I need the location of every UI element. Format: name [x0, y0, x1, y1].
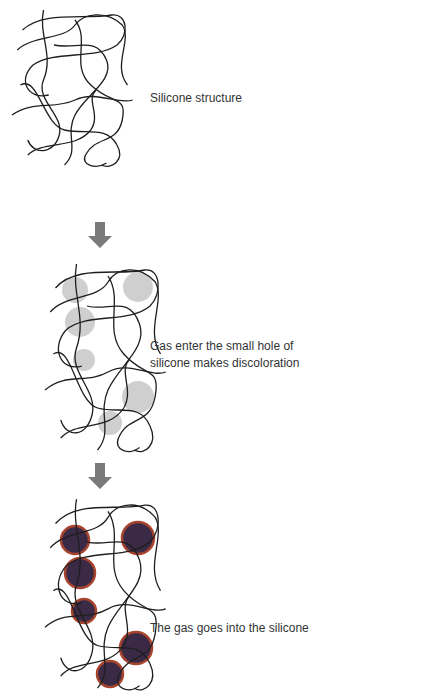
down-arrow: [88, 463, 112, 489]
caption-label: Gas enter the small hole of silicone mak…: [150, 338, 318, 372]
silicone-chains: [45, 499, 166, 690]
down-arrow: [88, 222, 112, 248]
silicone-chains: [12, 10, 133, 166]
silicone-chains: [45, 264, 166, 452]
caption-label: Silicone structure: [150, 90, 350, 107]
caption-label: The gas goes into the silicone: [150, 620, 370, 637]
